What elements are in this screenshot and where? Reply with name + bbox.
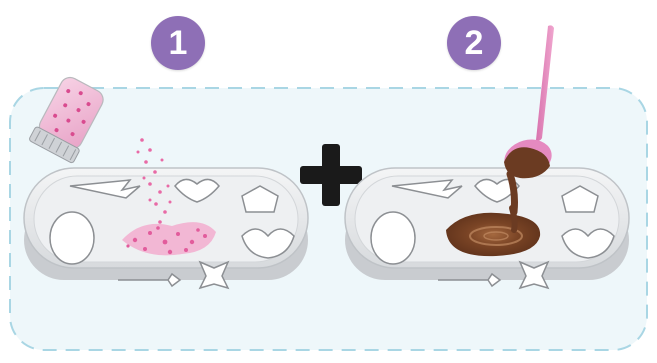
- girl-face-mold: [371, 212, 415, 264]
- step-2-number: 2: [465, 24, 484, 63]
- step-1-number: 1: [169, 24, 188, 63]
- step-1-badge: 1: [151, 16, 205, 70]
- step-2-badge: 2: [447, 16, 501, 70]
- girl-face-mold: [50, 212, 94, 264]
